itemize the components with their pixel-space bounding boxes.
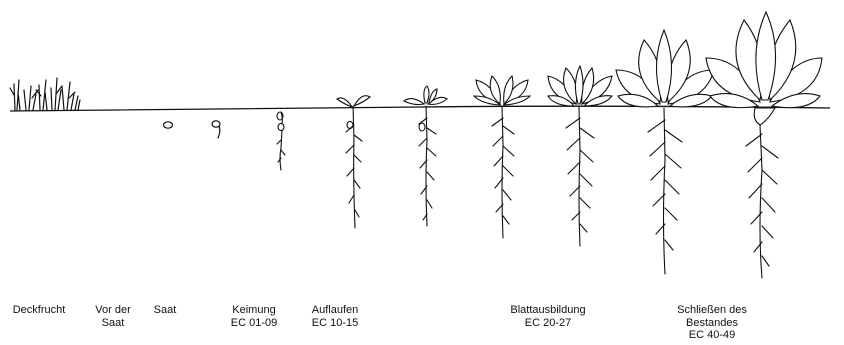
stage-label-auflaufen-line-1: Auflaufen xyxy=(297,304,373,317)
leaf-development-plant-illustration-1 xyxy=(474,76,530,238)
stage-label-schliessen-line-3: EC 40-49 xyxy=(660,329,764,342)
stage-label-keimung-line-2: EC 01-09 xyxy=(218,317,290,330)
canopy-closure-plant-illustration-1 xyxy=(616,30,714,274)
stage-label-keimung-line-1: Keimung xyxy=(218,304,290,317)
stage-label-keimung: Keimung EC 01-09 xyxy=(218,304,290,329)
emerging-seedling-illustration-1 xyxy=(337,96,370,228)
leaf-development-plant-illustration-2 xyxy=(548,66,612,246)
stage-label-blattausbildung: Blattausbildung EC 20-27 xyxy=(490,304,606,329)
soil-surface-line xyxy=(10,106,830,111)
stage-label-deckfrucht-line-1: Deckfrucht xyxy=(2,304,76,317)
cover-crop-stubble-illustration xyxy=(10,78,80,110)
stage-label-auflaufen-line-2: EC 10-15 xyxy=(297,317,373,330)
stage-label-blattausbildung-line-2: EC 20-27 xyxy=(490,317,606,330)
stage-label-vor-der-saat-line-2: Saat xyxy=(84,317,142,330)
stage-label-blattausbildung-line-1: Blattausbildung xyxy=(490,304,606,317)
canopy-closure-plant-illustration-2 xyxy=(706,12,822,278)
stage-label-schliessen-line-2: Bestandes xyxy=(660,317,764,330)
stage-label-deckfrucht: Deckfrucht xyxy=(2,304,76,317)
germinating-seedling-illustration xyxy=(277,112,285,170)
stage-label-auflaufen: Auflaufen EC 10-15 xyxy=(297,304,373,329)
stage-label-saat-line-1: Saat xyxy=(142,304,188,317)
stage-label-vor-der-saat: Vor der Saat xyxy=(84,304,142,329)
stage-label-saat: Saat xyxy=(142,304,188,317)
stage-label-vor-der-saat-line-1: Vor der xyxy=(84,304,142,317)
stage-label-schliessen-des-bestandes: Schließen des Bestandes EC 40-49 xyxy=(660,304,764,342)
germinating-seed-illustration xyxy=(212,121,220,138)
stage-label-schliessen-line-1: Schließen des xyxy=(660,304,764,317)
seed-illustration xyxy=(164,122,173,128)
